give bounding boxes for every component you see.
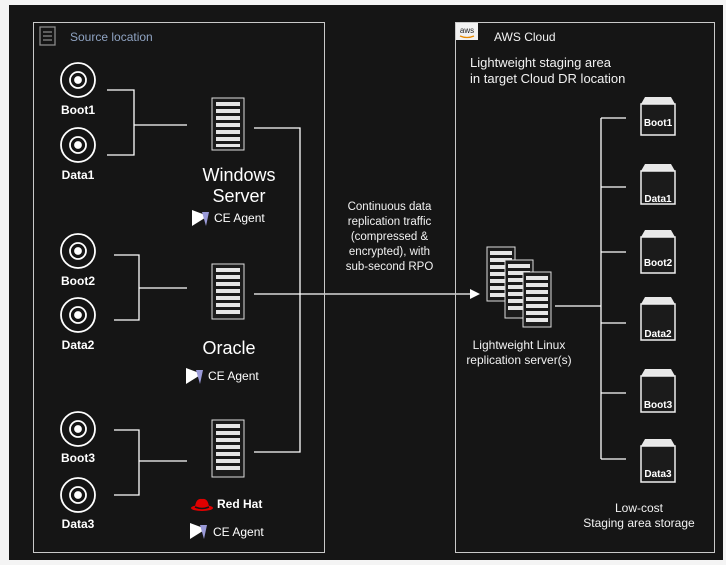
disk-icon <box>60 411 96 447</box>
disk-bracket-3 <box>114 429 140 496</box>
storage-volume-icon: Boot2 <box>640 230 676 274</box>
replication-traffic-label: Continuous data replication traffic (com… <box>345 201 434 273</box>
storage-volume-icon: Boot1 <box>640 97 676 136</box>
server-icon <box>211 263 245 320</box>
staging-disk-label: Boot3 <box>644 400 673 411</box>
redhat-logo-text: Red Hat <box>217 497 263 511</box>
diagram-graphics: aws Boot1 Data1 Boo <box>39 22 676 539</box>
storage-volume-icon: Data2 <box>640 297 676 341</box>
aws-badge-text: aws <box>460 26 474 35</box>
staging-disk-label: Data3 <box>644 469 672 480</box>
disk-icon <box>60 127 96 163</box>
server-icon <box>211 97 245 151</box>
agent-icon <box>192 210 209 226</box>
aws-cloud-panel <box>455 22 715 553</box>
replication-server-label: Lightweight Linux replication server(s) <box>466 338 572 367</box>
staging-area-title: Lightweight staging area in target Cloud… <box>470 55 626 86</box>
staging-disk-label: Boot1 <box>644 118 673 129</box>
agent-label: CE Agent <box>208 369 259 383</box>
disk-label: Boot2 <box>61 274 95 288</box>
diagram-canvas: aws Boot1 Data1 Boo <box>9 5 723 560</box>
disk-label: Data1 <box>61 168 95 182</box>
server-aggregation-bracket <box>254 127 301 453</box>
disk-icon <box>60 477 96 513</box>
disk-label: Boot1 <box>61 103 95 117</box>
aws-logo-icon: aws <box>456 22 478 40</box>
agent-icon <box>186 368 203 384</box>
source-location-title: Source location <box>70 30 153 44</box>
source-location-panel <box>33 22 325 553</box>
agent-icon <box>190 523 207 539</box>
agent-label: CE Agent <box>214 211 265 225</box>
disk-label: Boot3 <box>61 451 95 465</box>
replication-arrowhead <box>470 289 480 299</box>
connector-lines <box>107 89 626 496</box>
server-name-label: Windows Server <box>202 165 276 206</box>
staging-disk-label: Data1 <box>644 194 672 205</box>
storage-volume-icon: Data1 <box>640 164 676 205</box>
staging-disk-label: Data2 <box>644 329 672 340</box>
storage-branches <box>601 117 626 460</box>
disk-label: Data2 <box>61 338 95 352</box>
disk-bracket-1 <box>107 89 135 156</box>
disk-icon <box>60 62 96 98</box>
replication-server-icon <box>522 271 552 328</box>
agent-label: CE Agent <box>213 525 264 539</box>
staging-storage-label: Low-cost Staging area storage <box>583 501 695 530</box>
redhat-logo-icon <box>191 498 213 511</box>
source-location-icon <box>39 26 56 46</box>
aws-cloud-title: AWS Cloud <box>494 30 556 44</box>
server-name-label: Oracle <box>202 338 256 358</box>
disk-label: Data3 <box>61 517 95 531</box>
staging-disk-label: Boot2 <box>644 258 673 269</box>
server-icon <box>211 419 245 478</box>
storage-volume-icon: Data3 <box>640 439 676 483</box>
disk-icon <box>60 297 96 333</box>
storage-volume-icon: Boot3 <box>640 369 676 413</box>
disk-icon <box>60 233 96 269</box>
